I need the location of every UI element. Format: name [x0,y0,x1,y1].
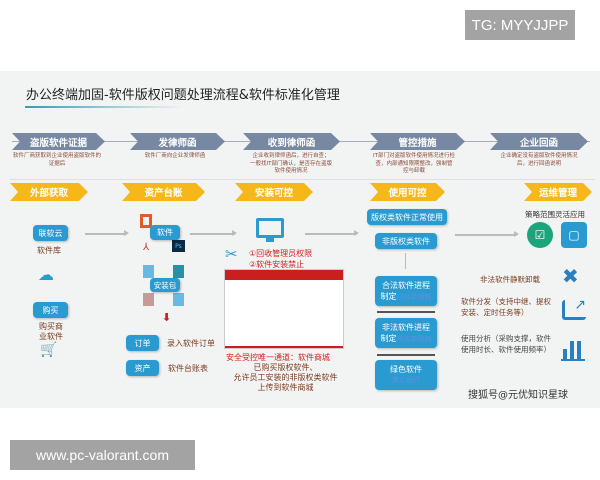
illegal-line: 制定黑名单限制 [381,333,432,345]
store-desc: 已购买版权软件、 允许员工安装的非版权类软件 上传到软件商城 [228,363,343,393]
legal-title: 合法软件进程 [382,280,430,290]
order-label: 录入软件订单 [167,339,215,348]
arrow-to-install [190,230,237,236]
store-desc-3: 上传到软件商城 [257,383,314,392]
arrow-down-line [405,253,406,269]
watermark-tg: TG: MYYJJPP [465,10,575,40]
illegal-title: 非法软件进程 [382,322,430,332]
office-icon [140,214,152,228]
whitelist-label: 白名单限制 [396,292,432,301]
monitor-stand [266,238,274,242]
process-desc-4: IT部门对盗版软件使用情况进行检查，内部通知限期整改，强制管控与卸载 [373,153,455,174]
cloud-button[interactable]: 联软云 [33,225,68,241]
checklist-icon: ☑ [527,222,553,248]
legal-line: 制定白名单限制 [381,291,432,303]
photoshop-icon: Ps [172,240,185,252]
cloud-label: 软件库 [37,246,61,255]
stage-external: 外部获取 [10,183,88,201]
divider [377,354,435,356]
watermark-site: www.pc-valorant.com [10,440,195,470]
green-title: 绿色软件 [390,365,422,374]
asset-label: 软件台账表 [168,364,208,373]
cloud-server-icon: ☁ [38,265,54,284]
process-desc-5: 企业确定没有盗版软件使用情况后，进行回函说明 [500,153,578,167]
illegal-prefix: 制定 [380,333,397,343]
stage-install: 安装可控 [235,183,313,201]
blacklist-label: 黑名单限制 [396,334,432,343]
process-step-3: 收到律师函 [243,133,340,150]
bar-chart-icon [561,337,587,361]
legal-process-button[interactable]: 合法软件进程 制定白名单限制 [375,276,437,306]
tools-icon: ✂ [225,245,238,263]
illegal-process-button[interactable]: 非法软件进程 制定黑名单限制 [375,318,437,348]
monitor-icon [256,218,284,238]
title-underline [25,106,185,108]
pdf-icon: ⅄ [143,242,150,253]
green-software-button[interactable]: 绿色软件 禁止运行 [375,360,437,390]
stage-usage: 使用可控 [370,183,445,201]
rule-install-ban: ②软件安装禁止 [249,260,305,269]
order-button[interactable]: 订单 [126,335,159,351]
wrench-icon: ✖ [562,264,579,288]
process-desc-3: 企业收到律师函后，进行自查；一般找IT部门确认，是否存在盗版软件使用情况 [250,153,332,174]
process-step-5: 企业回函 [490,133,588,150]
arrow-down-icon: ⬇ [162,311,172,324]
analysis-label: 使用分析（采购支撑，软件使用时长、软件使用频率） [461,334,551,354]
stage-ops: 运维管理 [524,183,592,201]
cart-icon: 🛒 [40,342,58,358]
package-icons [143,265,188,307]
asset-button[interactable]: 资产 [126,360,159,376]
stage-ledger: 资产台账 [122,183,205,201]
divider [10,179,595,180]
software-icons: ⅄ Ps [140,212,185,257]
store-desc-1: 已购买版权软件、 [253,363,318,372]
share-icon: ↗ [562,298,586,320]
arrow-to-usage [305,230,359,236]
uninstall-label: 非法软件静默卸载 [480,275,540,284]
process-step-2: 发律师函 [130,133,225,150]
store-title: 安全受控唯一通道：软件商城 [226,353,330,362]
process-step-1: 盗版软件证据 [12,133,105,150]
arrow-to-ops [455,231,519,237]
arrow-to-software [85,230,129,236]
rule-admin: ①回收管理员权限 [249,249,313,258]
software-store-screenshot [224,269,344,349]
software-button[interactable]: 软件 [150,225,180,240]
source-watermark: 搜狐号@元优知识星球 [468,390,568,401]
distribute-label: 软件分发（支持中继、提权安装、定时任务等） [461,297,551,317]
ban-run-label: 禁止运行 [392,376,420,384]
legal-prefix: 制定 [380,291,397,301]
package-button[interactable]: 安装包 [150,278,180,292]
divider [377,311,435,313]
shirt-icon: ▢ [561,222,587,248]
process-desc-1: 软件厂商获取到企业使用盗版软件的证据后 [12,153,101,167]
buy-button[interactable]: 购买 [33,302,68,318]
diagram-title: 办公终端加固-软件版权问题处理流程&软件标准化管理 [26,88,340,103]
noncopyright-software-button[interactable]: 非版权类软件 [375,233,437,249]
buy-label: 购买商业软件 [39,322,63,341]
process-step-4: 管控措施 [370,133,465,150]
process-desc-2: 软件厂商向企业发律师函 [144,153,206,159]
copyright-software-button[interactable]: 版权类软件正常使用 [367,209,447,225]
store-desc-2: 允许员工安装的非版权类软件 [233,373,338,382]
diagram-panel [0,71,600,408]
strategy-label: 策略范围灵活应用 [525,210,585,219]
